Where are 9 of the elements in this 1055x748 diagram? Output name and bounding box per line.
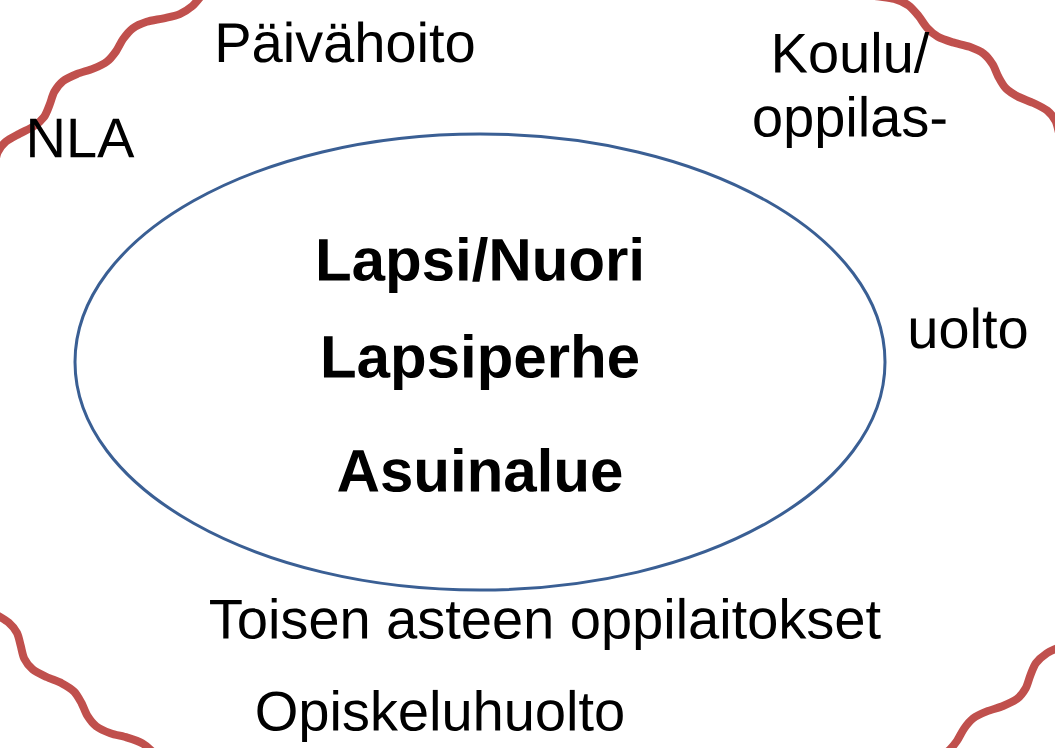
area-label: Päivähoito — [218, 21, 474, 63]
area-label: Toisen asteen oppilaitokset — [210, 597, 881, 651]
area-label: uolto — [910, 307, 1027, 349]
area-label: NLA — [30, 118, 135, 158]
area-label: Koulu/ oppilas- — [754, 31, 946, 149]
center-label: Lapsiperhe — [323, 334, 638, 390]
center-label: Lapsi/Nuori — [319, 237, 641, 293]
center-label: Asuinalue — [338, 448, 622, 493]
area-label: Opiskeluhuolto — [257, 689, 623, 743]
